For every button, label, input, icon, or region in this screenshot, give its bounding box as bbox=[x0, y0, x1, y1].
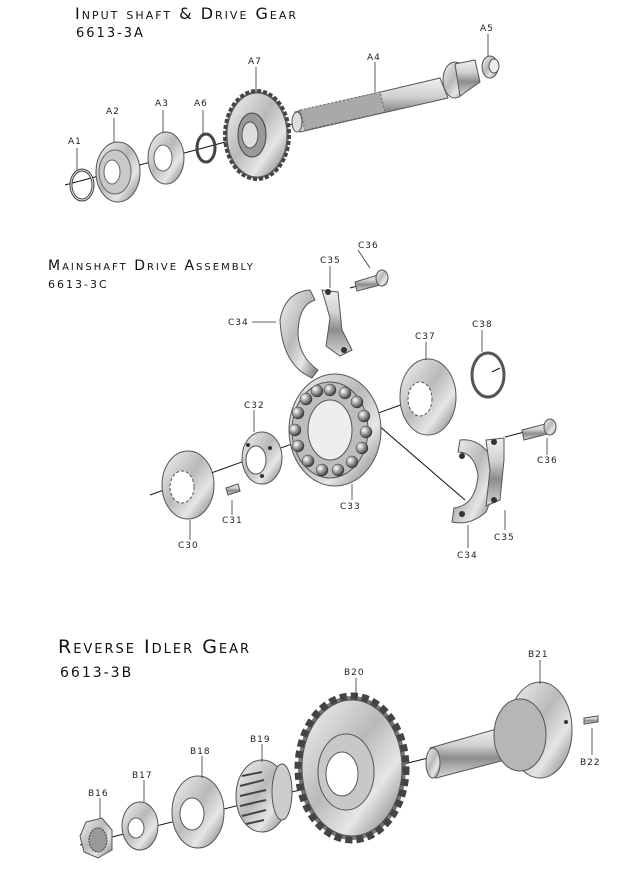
section-title-mainshaft: Mainshaft Drive Assembly bbox=[48, 258, 255, 274]
part-c33-ball-bearing bbox=[288, 373, 382, 487]
label-b16: B16 bbox=[88, 789, 109, 799]
part-c37-dished-washer bbox=[399, 358, 457, 436]
label-a2: A2 bbox=[106, 107, 120, 117]
part-a6-snap-ring bbox=[195, 132, 217, 164]
part-b19-needle-bearing bbox=[235, 759, 293, 833]
part-b16-nut bbox=[79, 817, 113, 859]
label-b18: B18 bbox=[190, 747, 211, 757]
label-a6: A6 bbox=[194, 99, 208, 109]
section-title-input-shaft: Input shaft & Drive Gear bbox=[75, 4, 299, 23]
label-c37: C37 bbox=[415, 332, 436, 342]
label-b20: B20 bbox=[344, 668, 365, 678]
label-c36-upper: C36 bbox=[358, 241, 379, 251]
part-c31-pin bbox=[225, 483, 241, 496]
label-c32: C32 bbox=[244, 401, 265, 411]
label-b21: B21 bbox=[528, 650, 549, 660]
label-a7: A7 bbox=[248, 57, 262, 67]
section-code-reverse-idler: 6613-3B bbox=[60, 665, 134, 681]
label-c31: C31 bbox=[222, 516, 243, 526]
label-c36-lower: C36 bbox=[537, 456, 558, 466]
label-a4: A4 bbox=[367, 53, 381, 63]
reverse-idler-group: B16 B17 B18 B19 B20 B21 B22 bbox=[79, 650, 601, 859]
label-a3: A3 bbox=[155, 99, 169, 109]
part-c35-lower-lock-plate bbox=[485, 437, 505, 507]
part-a4-input-shaft bbox=[291, 59, 481, 133]
label-c34-upper: C34 bbox=[228, 318, 249, 328]
part-c30-flange bbox=[161, 450, 215, 520]
label-a5: A5 bbox=[480, 24, 494, 34]
label-c30: C30 bbox=[178, 541, 199, 551]
part-c35-upper-lock-plate bbox=[321, 289, 353, 357]
label-c34-lower: C34 bbox=[457, 551, 478, 561]
input-shaft-group: A1 A2 A3 A6 A7 A4 A5 bbox=[64, 24, 500, 203]
section-code-mainshaft: 6613-3C bbox=[48, 278, 109, 291]
part-b20-idler-gear bbox=[294, 692, 410, 844]
label-b19: B19 bbox=[250, 735, 271, 745]
part-a7-drive-gear bbox=[223, 89, 291, 181]
part-c32-spacer bbox=[241, 431, 283, 485]
part-c36-lower-bolt bbox=[521, 418, 557, 441]
label-c35-lower: C35 bbox=[494, 533, 515, 543]
part-b21-idler-shaft bbox=[425, 681, 573, 779]
label-b17: B17 bbox=[132, 771, 153, 781]
label-c35-upper: C35 bbox=[320, 256, 341, 266]
label-c33: C33 bbox=[340, 502, 361, 512]
section-code-input-shaft: 6613-3A bbox=[76, 26, 145, 41]
part-a5-pilot-bearing bbox=[481, 55, 500, 79]
part-b22-pin bbox=[583, 715, 599, 725]
part-c36-upper-bolt bbox=[354, 269, 389, 292]
part-a2-retainer bbox=[95, 141, 141, 203]
part-c34-upper-cap bbox=[279, 289, 319, 379]
part-a3-washer bbox=[147, 131, 185, 185]
part-a1-snap-ring bbox=[69, 168, 95, 202]
label-c38: C38 bbox=[472, 320, 493, 330]
part-b17-washer bbox=[121, 801, 159, 851]
part-c38-snap-ring bbox=[470, 351, 506, 399]
label-b22: B22 bbox=[580, 758, 601, 768]
section-title-reverse-idler: Reverse Idler Gear bbox=[58, 636, 252, 658]
label-a1: A1 bbox=[68, 137, 82, 147]
mainshaft-drive-group: C36 C35 C34 C37 C38 C32 C31 C30 C33 C36 … bbox=[149, 241, 558, 561]
part-b18-thrust-washer bbox=[171, 775, 225, 849]
